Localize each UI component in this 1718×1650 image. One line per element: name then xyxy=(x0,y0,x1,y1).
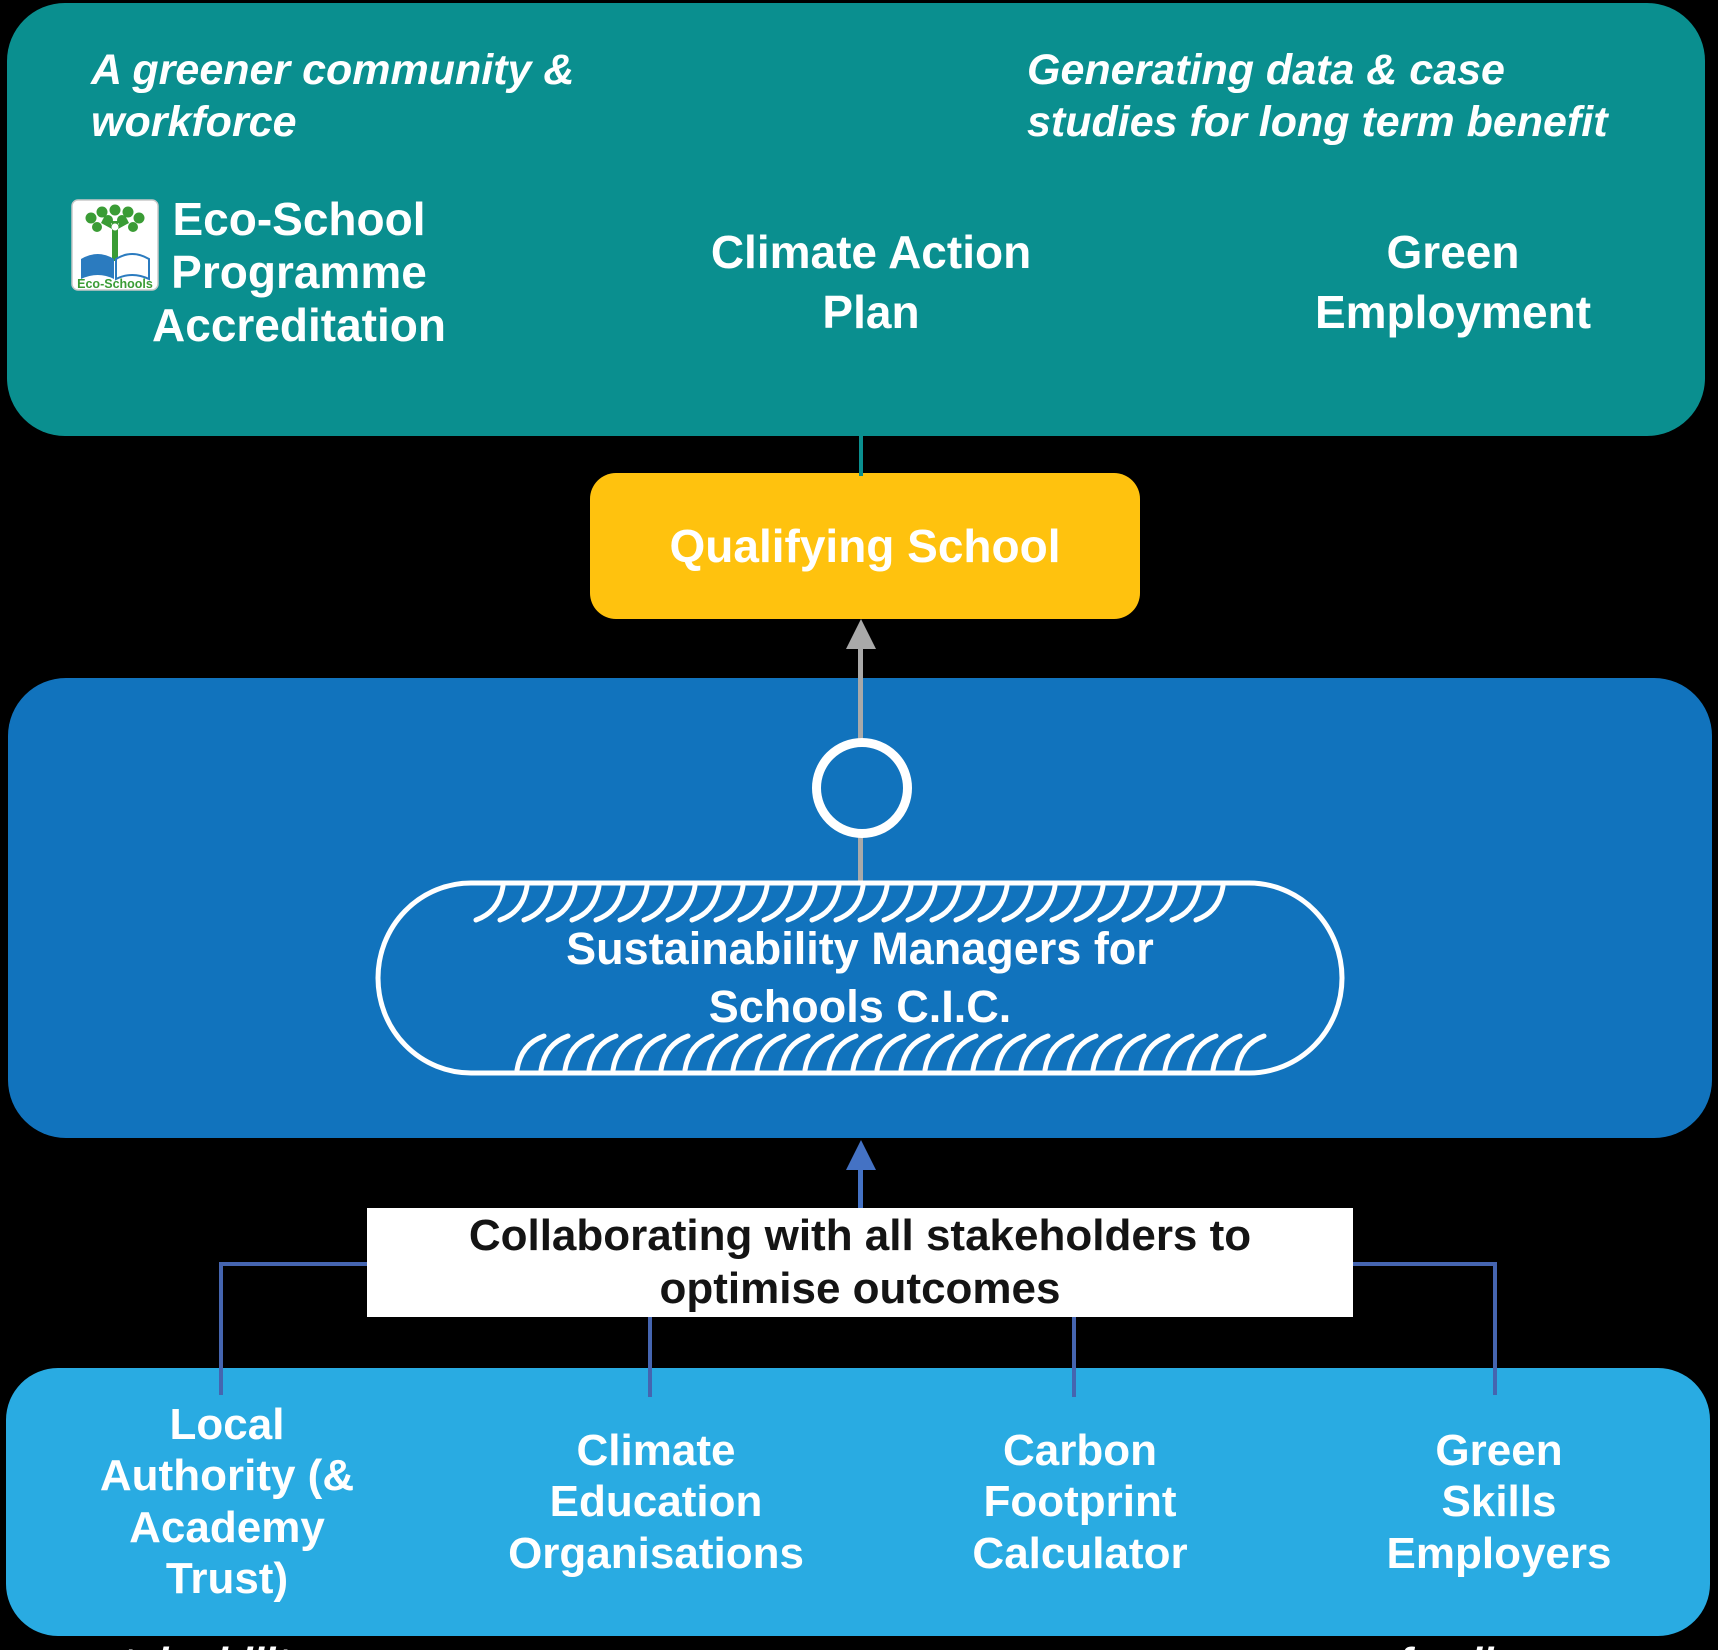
connector-mid-left-vertical xyxy=(648,1317,652,1397)
eco-schools-logo-icon: Eco-Schools xyxy=(71,199,159,291)
qualifying-school-box: Qualifying School xyxy=(590,473,1140,619)
qualifying-school-label: Qualifying School xyxy=(669,520,1061,572)
manager-circle-node xyxy=(812,738,912,838)
data-note: Generating data & case studies for long … xyxy=(1027,46,1608,146)
outcomes-box: A greener community & workforce Generati… xyxy=(7,3,1705,436)
community-note: A greener community & workforce xyxy=(91,46,575,146)
eco-logo-wordmark: Eco-Schools xyxy=(77,277,153,291)
green-employment-label: Green Employment xyxy=(1314,226,1592,338)
rope-cylinder: Sustainability Managers for Schools C.I.… xyxy=(375,880,1345,1076)
eco-logo-book-left xyxy=(81,254,114,279)
collaboration-box: Collaborating with all stakeholders to o… xyxy=(367,1208,1353,1317)
rope-scallops-bottom xyxy=(514,1033,1267,1073)
stakeholders-box: Local Authority (& Academy Trust) Climat… xyxy=(6,1368,1710,1636)
eco-logo-book-right xyxy=(115,253,150,281)
rope-scallops-top xyxy=(473,883,1226,923)
smsc-cic-label: Sustainability Managers for Schools C.I.… xyxy=(566,922,1154,1033)
eco-school-label: Eco-School Programme Accreditation xyxy=(152,193,446,351)
connector-right-vertical xyxy=(1493,1262,1497,1395)
eco-logo-foliage xyxy=(85,204,145,232)
stakeholder-local-authority: Local Authority (& Academy Trust) xyxy=(99,1400,355,1604)
collaboration-label: Collaborating with all stakeholders to o… xyxy=(468,1210,1252,1313)
connector-left-horizontal xyxy=(219,1262,367,1266)
blue-arrow-line xyxy=(858,1168,863,1208)
stakeholder-carbon-footprint: Carbon Footprint Calculator xyxy=(972,1425,1188,1578)
connector-left-vertical xyxy=(219,1262,223,1395)
eco-logo-trunk xyxy=(101,219,129,261)
stakeholder-green-skills: Green Skills Employers xyxy=(1386,1425,1612,1578)
stakeholder-climate-education: Climate Education Organisations xyxy=(508,1425,804,1578)
climate-action-plan-label: Climate Action Plan xyxy=(710,226,1032,338)
connector-mid-right-vertical xyxy=(1072,1317,1076,1397)
teal-connector-line xyxy=(859,436,863,476)
blue-arrow-up-icon xyxy=(846,1140,876,1170)
connector-right-horizontal xyxy=(1353,1262,1497,1266)
rope-border xyxy=(375,880,1345,1076)
gray-arrow-up-icon xyxy=(846,619,876,649)
